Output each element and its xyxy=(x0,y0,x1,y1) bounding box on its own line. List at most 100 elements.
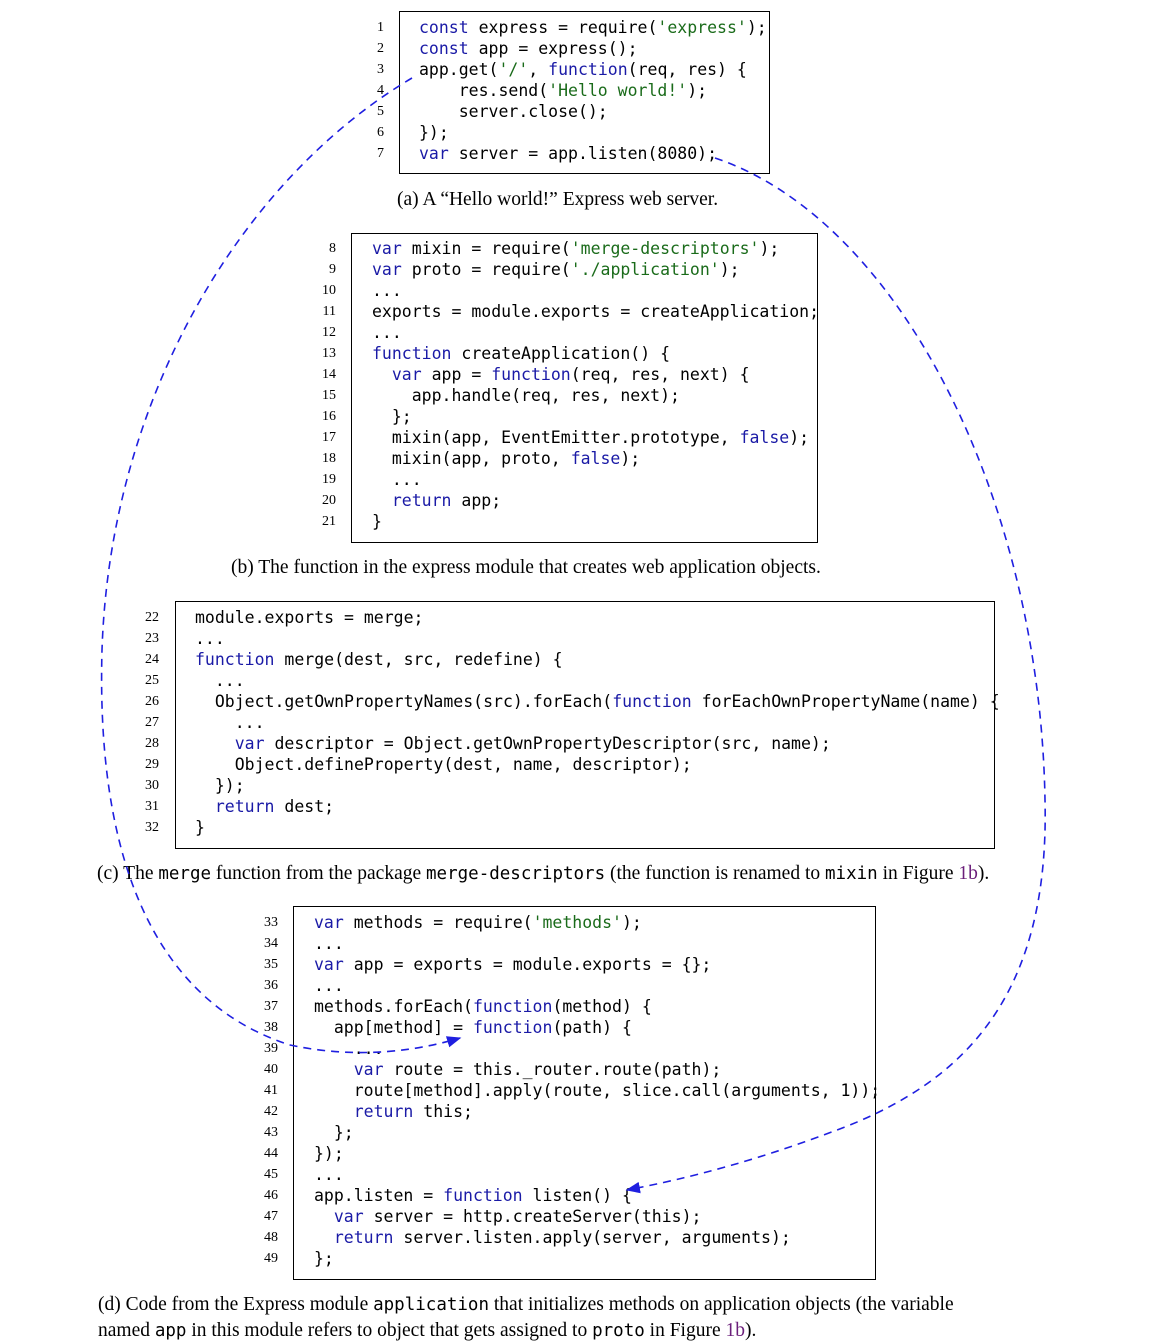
code-line: return dest; xyxy=(214,797,335,816)
caption-c: (c) The merge function from the package … xyxy=(97,861,989,887)
code-line: res.send('Hello world!'); xyxy=(419,81,708,100)
line-number: 14 xyxy=(322,367,336,382)
code-line: return app; xyxy=(391,491,502,510)
line-number: 39 xyxy=(264,1041,278,1056)
caption-text: function from the package xyxy=(211,863,427,884)
line-number: 27 xyxy=(145,715,159,730)
code-line: ... xyxy=(314,934,344,953)
line-number: 7 xyxy=(377,146,384,161)
caption-text: in Figure xyxy=(644,1320,726,1341)
code-line: function createApplication() { xyxy=(372,344,671,363)
code-line: var app = function(req, res, next) { xyxy=(391,365,750,384)
line-number: 49 xyxy=(264,1251,278,1266)
line-number: 35 xyxy=(264,957,278,972)
line-number: 45 xyxy=(264,1167,278,1182)
caption-code: app xyxy=(154,1321,187,1341)
code-line: var mixin = require('merge-descriptors')… xyxy=(372,239,780,258)
line-number: 2 xyxy=(377,41,384,56)
caption-a: (a) A “Hello world!” Express web server. xyxy=(397,187,718,213)
line-number: 3 xyxy=(377,62,384,77)
code-line: ... xyxy=(195,713,265,732)
caption-b: (b) The function in the express module t… xyxy=(231,555,821,581)
code-line: mixin(app, EventEmitter.prototype, false… xyxy=(372,428,810,447)
line-number: 18 xyxy=(322,451,336,466)
code-line: methods.forEach(function(method) { xyxy=(314,997,652,1016)
line-number: 20 xyxy=(322,493,336,508)
line-number: 16 xyxy=(322,409,336,424)
line-number: 4 xyxy=(377,83,384,98)
code-line: var server = app.listen(8080); xyxy=(419,144,718,163)
code-line: } xyxy=(372,512,382,531)
line-number: 12 xyxy=(322,325,336,340)
code-line: app.get('/', function(req, res) { xyxy=(419,60,747,79)
line-number: 42 xyxy=(264,1104,278,1119)
line-number: 36 xyxy=(264,978,278,993)
code-line: server.close(); xyxy=(419,102,608,121)
line-number: 30 xyxy=(145,778,159,793)
code-line: Object.defineProperty(dest, name, descri… xyxy=(195,755,692,774)
line-number: 8 xyxy=(329,241,336,256)
code-line: var app = exports = module.exports = {}; xyxy=(314,955,712,974)
code-line: }; xyxy=(372,407,412,426)
caption-text: (b) The function in the express module t… xyxy=(231,557,821,578)
code-line: app[method] = function(path) { xyxy=(314,1018,632,1037)
code-line: }); xyxy=(314,1144,344,1163)
code-line: module.exports = merge; xyxy=(195,608,424,627)
code-line: return this; xyxy=(353,1102,473,1121)
code-line: ... xyxy=(314,1039,384,1058)
code-line: ... xyxy=(372,281,402,300)
line-number: 22 xyxy=(145,610,159,625)
code-line: ... xyxy=(195,629,225,648)
caption-text: (c) The xyxy=(97,863,159,884)
code-line: ... xyxy=(372,470,422,489)
code-line: app.listen = function listen() { xyxy=(314,1186,632,1205)
line-number: 41 xyxy=(264,1083,278,1098)
line-number: 43 xyxy=(264,1125,278,1140)
line-number: 31 xyxy=(145,799,159,814)
line-number: 15 xyxy=(322,388,336,403)
line-number: 37 xyxy=(264,999,278,1014)
code-line: var proto = require('./application'); xyxy=(372,260,740,279)
line-number: 17 xyxy=(322,430,336,445)
line-number: 40 xyxy=(264,1062,278,1077)
caption-code: application xyxy=(373,1295,490,1315)
caption-text: (a) A “Hello world!” Express web server. xyxy=(397,189,719,210)
figure-ref[interactable]: 1b xyxy=(725,1320,746,1341)
code-line: route[method].apply(route, slice.call(ar… xyxy=(314,1081,881,1100)
caption-text: (d) Code from the Express module xyxy=(98,1294,374,1315)
line-number: 26 xyxy=(145,694,159,709)
code-line: exports = module.exports = createApplica… xyxy=(372,302,820,321)
caption-text: ). xyxy=(745,1320,757,1341)
figure-ref[interactable]: 1b xyxy=(958,863,978,884)
code-line: }; xyxy=(314,1249,334,1268)
line-number: 46 xyxy=(264,1188,278,1203)
code-line: }); xyxy=(419,123,449,142)
line-number: 10 xyxy=(322,283,336,298)
code-line: }; xyxy=(314,1123,354,1142)
line-number: 13 xyxy=(322,346,336,361)
code-line: var route = this._router.route(path); xyxy=(353,1060,722,1079)
line-number: 1 xyxy=(377,20,384,35)
code-line: app.handle(req, res, next); xyxy=(372,386,680,405)
line-number: 47 xyxy=(264,1209,278,1224)
line-number: 19 xyxy=(322,472,336,487)
line-number: 5 xyxy=(377,104,384,119)
caption-d: (d) Code from the Express module applica… xyxy=(98,1292,954,1344)
caption-text: in Figure xyxy=(877,863,959,884)
code-line: } xyxy=(195,818,205,837)
caption-text: ). xyxy=(977,863,990,884)
line-number: 25 xyxy=(145,673,159,688)
line-number: 28 xyxy=(145,736,159,751)
line-number: 38 xyxy=(264,1020,278,1035)
code-line: }); xyxy=(195,776,245,795)
code-line: ... xyxy=(314,1165,344,1184)
line-number: 44 xyxy=(264,1146,278,1161)
line-number: 48 xyxy=(264,1230,278,1245)
code-line: var methods = require('methods'); xyxy=(314,913,642,932)
line-number: 24 xyxy=(145,652,159,667)
line-number: 21 xyxy=(322,514,336,529)
line-number: 33 xyxy=(264,915,278,930)
caption-text: that initializes methods on application … xyxy=(489,1294,954,1315)
caption-code: mixin xyxy=(825,864,878,884)
caption-text: named xyxy=(98,1320,155,1341)
